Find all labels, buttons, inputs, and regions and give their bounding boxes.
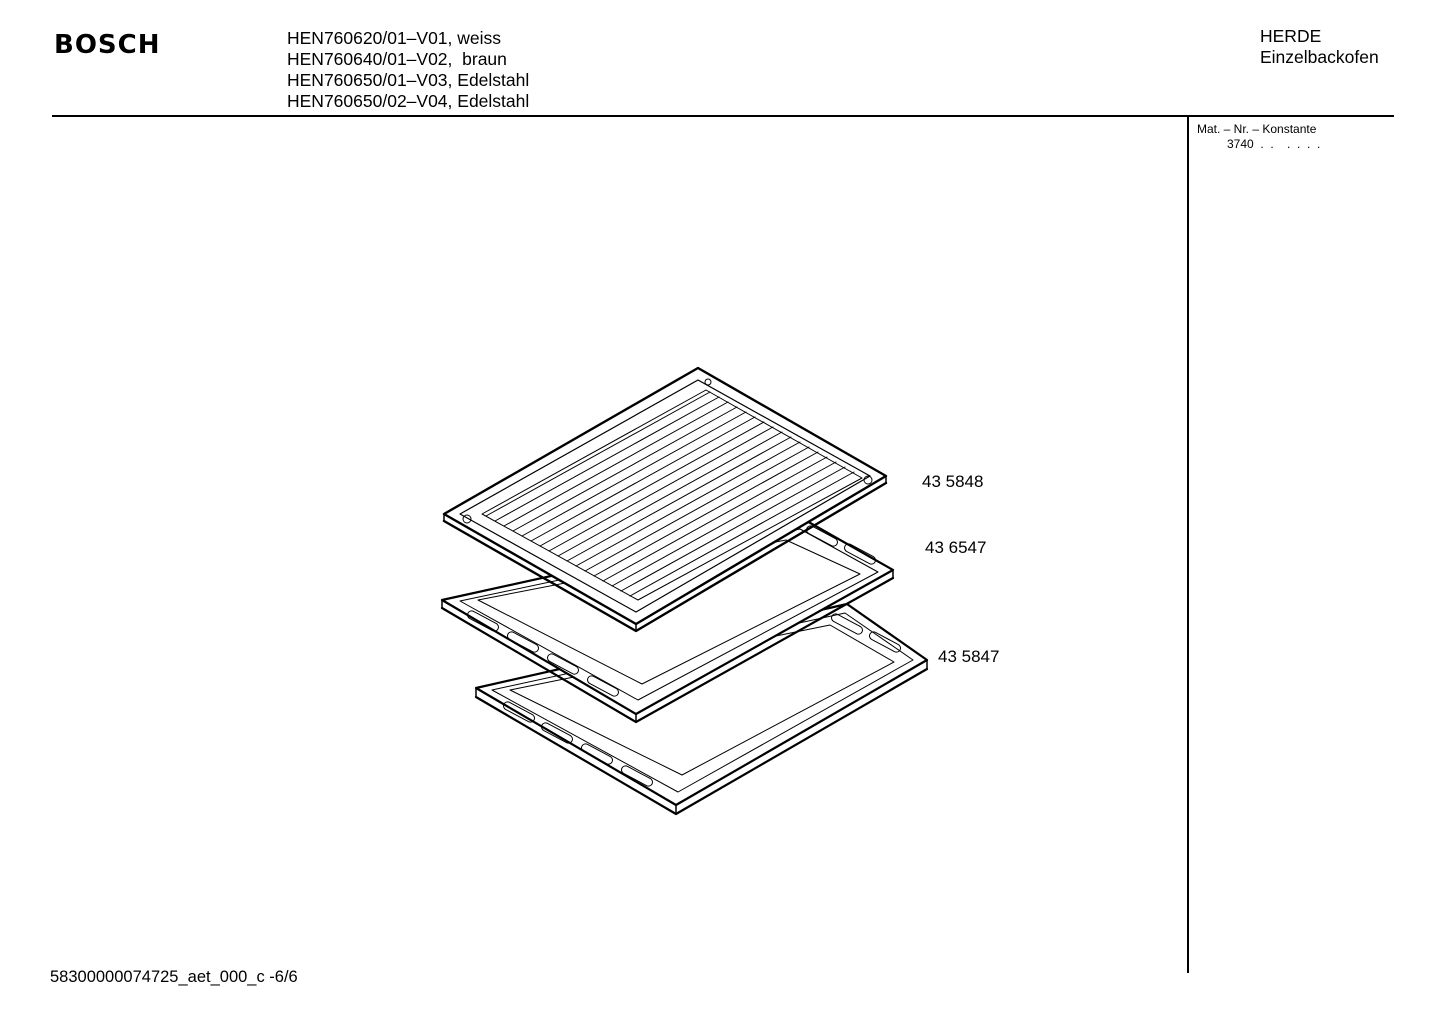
tray-vent-slots (502, 612, 902, 787)
grid-rods (486, 392, 854, 596)
part-number-baking-tray: 43 6547 (925, 538, 987, 557)
part-number-rack: 43 5848 (922, 472, 984, 491)
material-number-value: 3740 . . . . . . (1227, 137, 1321, 151)
model-line: HEN760620/01–V01, weiss (287, 28, 502, 48)
document-id: 58300000074725_aet_000_c -6/6 (50, 968, 298, 986)
material-number-title: Mat. – Nr. – Konstante (1197, 122, 1317, 136)
model-line: HEN760650/02–V04, Edelstahl (287, 91, 530, 111)
category-subtitle: Einzelbackofen (1260, 47, 1379, 67)
model-line: HEN760650/01–V03, Edelstahl (287, 70, 530, 90)
bosch-logo: BOSCH (54, 30, 161, 60)
material-number-panel: Mat. – Nr. – Konstante 3740 . . . . . . (1197, 122, 1320, 152)
side-divider (1187, 117, 1189, 973)
part-number-deep-tray: 43 5847 (938, 647, 1000, 666)
model-list: HEN760620/01–V01, weiss HEN760640/01–V02… (287, 28, 529, 112)
category-title: HERDE (1260, 26, 1322, 46)
tray-vent-slots (466, 524, 877, 697)
header-divider (52, 115, 1394, 117)
model-line: HEN760640/01–V02, braun (287, 49, 507, 69)
wire-grid-rack (444, 368, 886, 631)
category-block: HERDE Einzelbackofen (1260, 26, 1379, 68)
